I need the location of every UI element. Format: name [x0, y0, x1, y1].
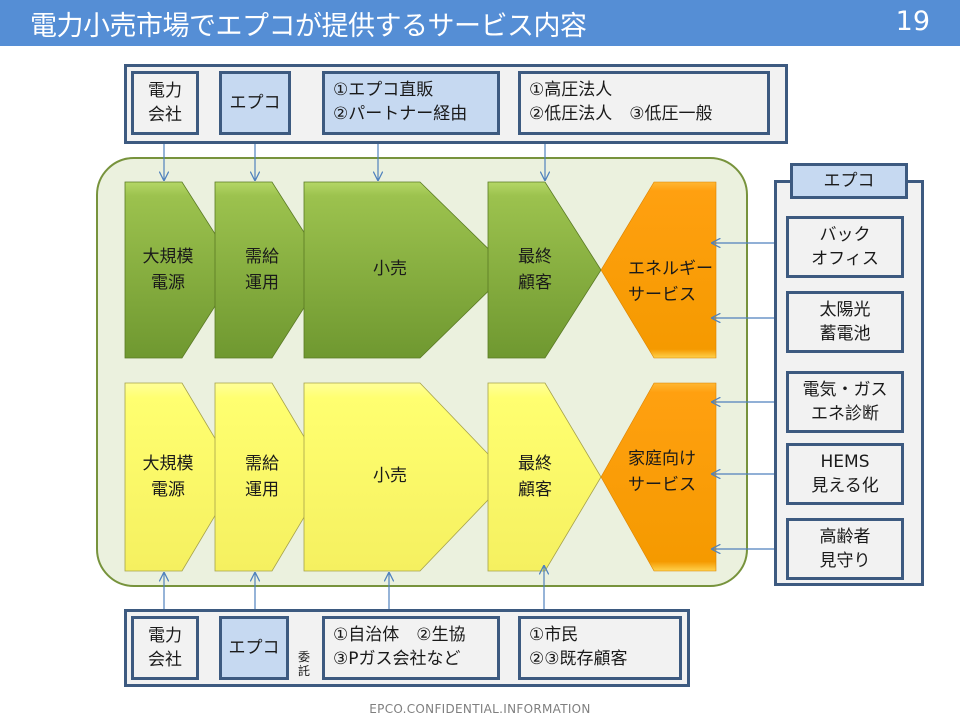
right-item-hems-label: HEMS 見える化	[811, 452, 879, 496]
upper-chevron-dispatch	[214, 181, 329, 359]
lower-chevrons	[124, 382, 602, 572]
top-customer-type-label: ①高圧法人 ②低圧法人 ③低圧一般	[529, 80, 713, 124]
lower-chevron-generation	[124, 382, 239, 572]
bottom-customer-box: ①市民 ②③既存顧客	[518, 616, 682, 680]
lower-end-customer-label: 最終 顧客	[518, 454, 552, 500]
top-sales-channel-label: ①エプコ直販 ②パートナー経由	[333, 80, 468, 124]
right-item-energy-diagnosis-label: 電気・ガス エネ診断	[802, 380, 888, 424]
upper-chevron-end-customer	[487, 181, 602, 359]
lower-chevron-end-customer	[487, 382, 602, 572]
right-item-elderly-watch: 高齢者 見守り	[786, 518, 904, 580]
right-item-back-office-label: バック オフィス	[811, 225, 879, 269]
bottom-partner-label: ①自治体 ②生協 ③Pガス会社など	[333, 625, 466, 669]
top-power-company-box: 電力 会社	[131, 71, 199, 135]
title-bar	[0, 0, 960, 46]
lower-generation-label: 大規模 電源	[142, 454, 194, 500]
home-service-label: 家庭向け サービス	[628, 449, 696, 495]
upper-end-customer-label: 最終 顧客	[518, 247, 552, 293]
energy-service-shape	[600, 181, 717, 359]
upper-chevron-generation	[124, 181, 239, 359]
right-item-solar-battery-label: 太陽光 蓄電池	[819, 300, 871, 344]
upper-chevron-retail	[303, 181, 511, 359]
right-panel-title: エプコ	[790, 163, 908, 199]
lower-chevron-retail	[303, 382, 511, 572]
lower-chevron-dispatch	[214, 382, 329, 572]
lower-retail-label: 小売	[373, 466, 407, 486]
right-item-elderly-watch-label: 高齢者 見守り	[819, 527, 871, 571]
top-power-company-label: 電力 会社	[148, 81, 182, 125]
right-item-energy-diagnosis: 電気・ガス エネ診断	[786, 371, 904, 433]
energy-service-label: エネルギー サービス	[628, 259, 713, 305]
lower-dispatch-label: 需給 運用	[245, 454, 279, 500]
upper-retail-label: 小売	[373, 259, 407, 279]
top-connector-arrows	[164, 144, 545, 180]
top-sales-channel-box: ①エプコ直販 ②パートナー経由	[322, 71, 500, 135]
slide-title: 電力小売市場でエプコが提供するサービス内容	[30, 11, 587, 42]
right-item-solar-battery: 太陽光 蓄電池	[786, 291, 904, 353]
upper-dispatch-label: 需給 運用	[245, 247, 279, 293]
bottom-power-company-box: 電力 会社	[131, 616, 199, 680]
confidential-footer: EPCO.CONFIDENTIAL.INFORMATION	[369, 702, 591, 716]
consignment-label: 委託	[298, 650, 311, 678]
top-epco-box: エプコ	[219, 71, 291, 135]
upper-chevrons	[124, 181, 602, 359]
bottom-power-company-label: 電力 会社	[148, 626, 182, 670]
upper-generation-label: 大規模 電源	[142, 247, 194, 293]
bottom-customer-label: ①市民 ②③既存顧客	[529, 625, 628, 669]
right-item-back-office: バック オフィス	[786, 216, 904, 278]
bottom-epco-label: エプコ	[228, 638, 280, 658]
bottom-partner-box: ①自治体 ②生協 ③Pガス会社など	[322, 616, 500, 680]
right-item-hems: HEMS 見える化	[786, 443, 904, 505]
bottom-connector-arrows	[164, 566, 544, 609]
page-number: 19	[895, 6, 930, 37]
right-panel-connector-arrows	[712, 243, 786, 549]
right-panel-title-label: エプコ	[823, 171, 875, 191]
home-service-shape	[600, 382, 717, 572]
top-customer-type-box: ①高圧法人 ②低圧法人 ③低圧一般	[518, 71, 770, 135]
top-epco-label: エプコ	[229, 93, 281, 113]
bottom-epco-box: エプコ	[219, 616, 289, 680]
